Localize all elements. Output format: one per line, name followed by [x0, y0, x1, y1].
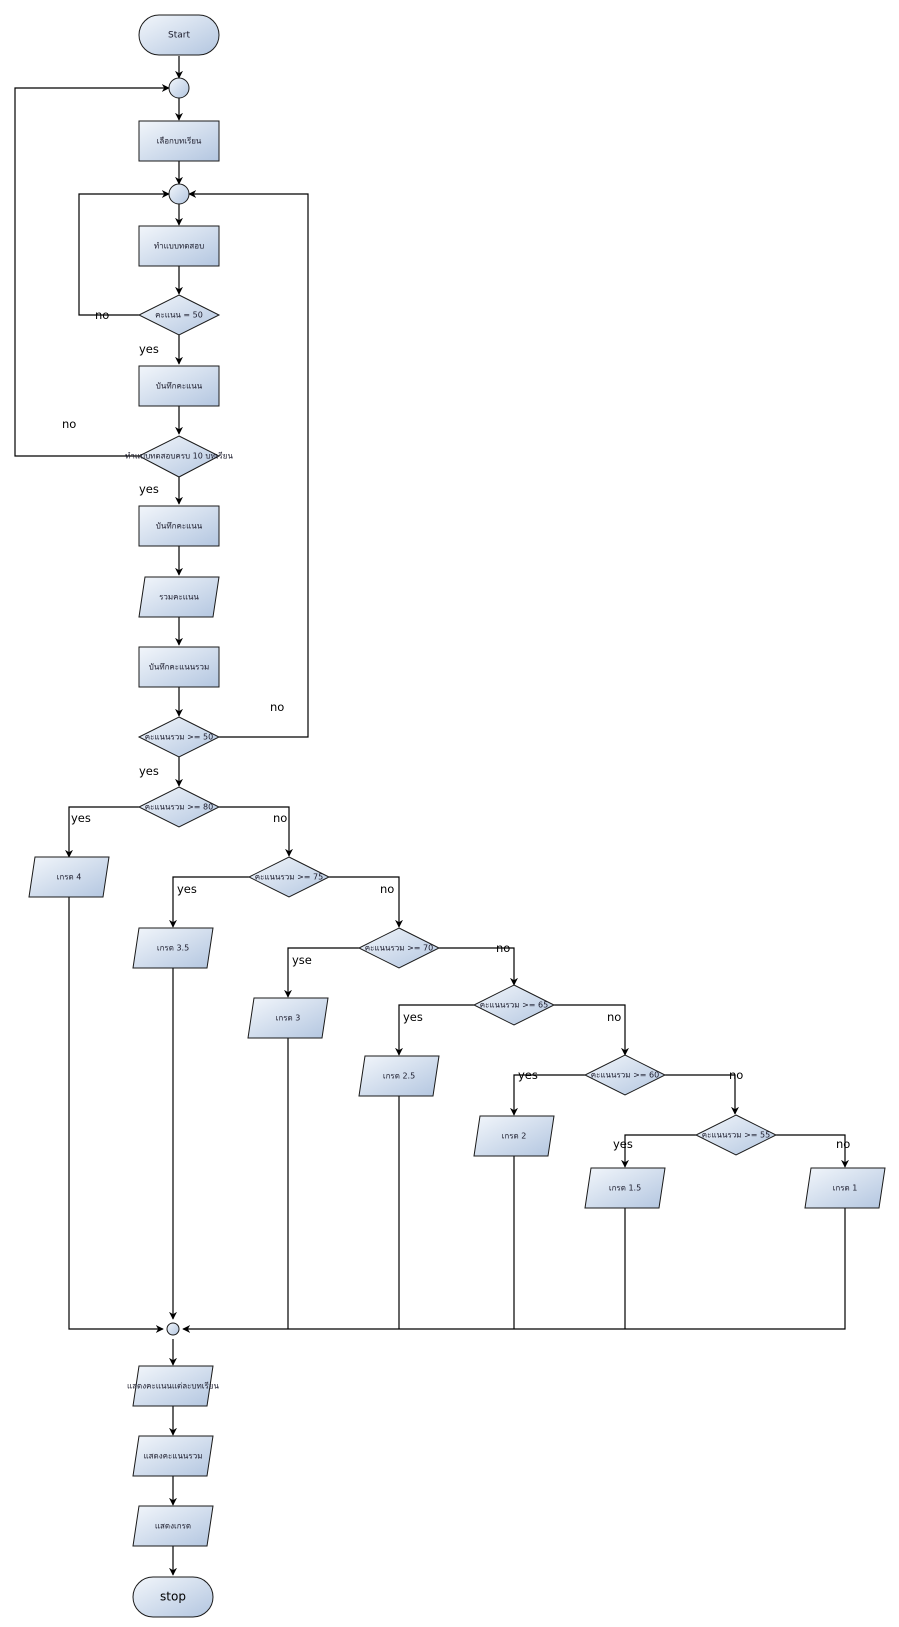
grade-4-io[interactable]: เกรด 4 [28, 856, 110, 898]
show-each-label: แสดงคะแนนแต่ละบทเรียน [127, 1382, 220, 1391]
show-total-io[interactable]: แสดงคะแนนรวม [132, 1435, 214, 1477]
sum-score-label: รวมคะแนน [159, 593, 199, 602]
total-60-label: คะแนนรวม >= 60 [591, 1071, 659, 1080]
total-75-label: คะแนนรวม >= 75 [255, 873, 323, 882]
total55-no-label: no [836, 1137, 850, 1151]
edge-total70-yes [284, 947, 359, 998]
select-lesson-label: เลือกบทเรียน [157, 137, 202, 146]
start-node[interactable]: Start [138, 14, 220, 56]
save-score-1-process[interactable]: บันทึกคะแนน [138, 365, 220, 407]
save-score-1-label: บันทึกคะแนน [156, 382, 203, 391]
grade-3-label: เกรด 3 [276, 1014, 301, 1023]
edge-total50-no-loop [188, 190, 309, 738]
loop-join-lesson [168, 77, 190, 99]
select-lesson-process[interactable]: เลือกบทเรียน [138, 120, 220, 162]
edge-total60-no [665, 1074, 739, 1115]
show-grade-label: แสดงเกรด [155, 1522, 191, 1531]
edge-total80-no [219, 806, 293, 857]
edge-grade1-to-merge [182, 1208, 846, 1333]
total-80-decision[interactable]: คะแนนรวม >= 80 [137, 786, 221, 828]
total70-yes-label: yse [292, 953, 312, 967]
check-50-decision[interactable]: คะแนน = 50 [137, 294, 221, 336]
total80-yes-label: yes [71, 811, 91, 825]
total55-yes-label: yes [613, 1137, 633, 1151]
save-total-label: บันทึกคะแนนรวม [149, 663, 209, 672]
total80-no-label: no [273, 811, 287, 825]
total-55-label: คะแนนรวม >= 55 [702, 1131, 770, 1140]
grade-2-label: เกรด 2 [502, 1132, 527, 1141]
check-10-label: ทำแบบทดสอบครบ 10 บทเรียน [125, 452, 233, 461]
edge-total65-yes [395, 1004, 474, 1056]
total75-yes-label: yes [177, 882, 197, 896]
show-grade-io[interactable]: แสดงเกรด [132, 1505, 214, 1547]
total-70-label: คะแนนรวม >= 70 [365, 944, 433, 953]
check50-no-label: no [95, 308, 109, 322]
total-55-decision[interactable]: คะแนนรวม >= 55 [694, 1114, 778, 1156]
sum-score-io[interactable]: รวมคะแนน [138, 576, 220, 618]
edge-grade4-to-merge [68, 897, 164, 1333]
check-50-label: คะแนน = 50 [155, 311, 203, 320]
start-node-label: Start [168, 31, 190, 41]
edge-total80-yes [65, 806, 139, 858]
check50-yes-label: yes [139, 342, 159, 356]
total-65-decision[interactable]: คะแนนรวม >= 65 [472, 984, 556, 1026]
total60-no-label: no [729, 1068, 743, 1082]
total-60-decision[interactable]: คะแนนรวม >= 60 [583, 1054, 667, 1096]
grade-35-label: เกรด 3.5 [157, 944, 189, 953]
save-score-2-label: บันทึกคะแนน [156, 522, 203, 531]
grade-1-io[interactable]: เกรด 1 [804, 1167, 886, 1209]
grade-2-io[interactable]: เกรด 2 [473, 1115, 555, 1157]
loop-join-test [168, 183, 190, 205]
total-50-decision[interactable]: คะแนนรวม >= 50 [137, 716, 221, 758]
grade-35-io[interactable]: เกรด 3.5 [132, 927, 214, 969]
total-65-label: คะแนนรวม >= 65 [480, 1001, 548, 1010]
grade-25-label: เกรด 2.5 [383, 1072, 415, 1081]
total65-no-label: no [607, 1010, 621, 1024]
total-50-label: คะแนนรวม >= 50 [145, 733, 213, 742]
grade-25-io[interactable]: เกรด 2.5 [358, 1055, 440, 1097]
total-70-decision[interactable]: คะแนนรวม >= 70 [357, 927, 441, 969]
show-each-io[interactable]: แสดงคะแนนแต่ละบทเรียน [127, 1365, 220, 1407]
do-test-process[interactable]: ทำแบบทดสอบ [138, 225, 220, 267]
edge-check50-no-loop [78, 190, 170, 316]
grade-15-label: เกรด 1.5 [609, 1184, 641, 1193]
stop-node[interactable]: stop [132, 1576, 214, 1618]
edge-total55-yes [621, 1134, 696, 1168]
show-total-label: แสดงคะแนนรวม [144, 1452, 203, 1461]
save-score-2-process[interactable]: บันทึกคะแนน [138, 505, 220, 547]
edge-total60-yes [510, 1074, 585, 1116]
grade-4-label: เกรด 4 [57, 873, 82, 882]
check10-yes-label: yes [139, 482, 159, 496]
save-total-process[interactable]: บันทึกคะแนนรวม [138, 646, 220, 688]
edge-total70-no [439, 947, 518, 986]
total65-yes-label: yes [403, 1010, 423, 1024]
edge-total65-no [554, 1004, 629, 1056]
edge-total75-yes [169, 876, 249, 928]
connectors [14, 56, 849, 1576]
total50-no-label: no [270, 700, 284, 714]
edge-check10-no-loop [14, 84, 170, 457]
total-80-label: คะแนนรวม >= 80 [145, 803, 213, 812]
total-75-decision[interactable]: คะแนนรวม >= 75 [247, 856, 331, 898]
total60-yes-label: yes [518, 1068, 538, 1082]
grade-3-io[interactable]: เกรด 3 [247, 997, 329, 1039]
merge-join [166, 1322, 180, 1336]
stop-node-label: stop [160, 1590, 186, 1604]
check-10-decision[interactable]: ทำแบบทดสอบครบ 10 บทเรียน [125, 435, 233, 478]
total70-no-label: no [496, 941, 510, 955]
edge-total55-no [776, 1134, 849, 1168]
check10-no-label: no [62, 417, 76, 431]
grade-1-label: เกรด 1 [833, 1184, 858, 1193]
grade-15-io[interactable]: เกรด 1.5 [584, 1167, 666, 1209]
do-test-label: ทำแบบทดสอบ [154, 242, 204, 251]
total50-yes-label: yes [139, 764, 159, 778]
edge-labels: no yes no yes no yes yes no yes no yse n… [62, 308, 850, 1151]
total75-no-label: no [380, 882, 394, 896]
edge-total75-no [329, 876, 403, 928]
